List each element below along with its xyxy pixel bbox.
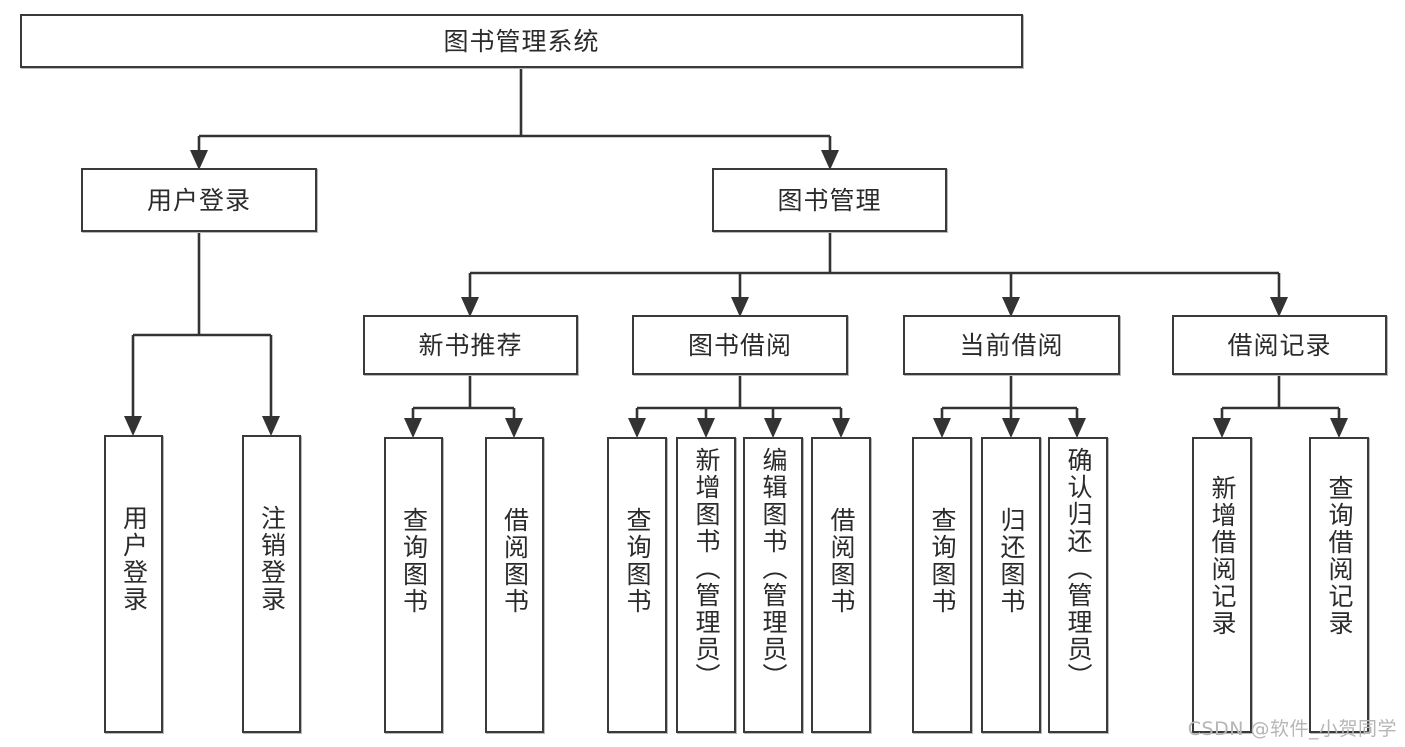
node-leaf-query-record-label: 查询借阅记录 (1325, 475, 1354, 637)
node-user-login-label: 用户登录 (146, 185, 251, 215)
node-leaf-user-login-label: 用户登录 (119, 505, 149, 613)
node-leaf-user-login[interactable]: 用户登录 (104, 435, 163, 733)
node-leaf-add-record-label: 新增借阅记录 (1208, 475, 1237, 637)
node-leaf-borrow-book-2[interactable]: 借阅图书 (811, 437, 871, 733)
node-leaf-confirm-return[interactable]: 确认归还（管理员） (1048, 437, 1108, 733)
node-leaf-query-book-3-label: 查询图书 (928, 507, 957, 615)
node-root[interactable]: 图书管理系统 (20, 14, 1023, 68)
node-leaf-borrow-book-1[interactable]: 借阅图书 (485, 437, 544, 733)
node-user-login[interactable]: 用户登录 (81, 168, 317, 232)
node-book-borrow[interactable]: 图书借阅 (632, 315, 848, 375)
watermark-text: CSDN @软件_小贺同学 (1187, 718, 1397, 740)
node-leaf-add-book[interactable]: 新增图书（管理员） (676, 437, 736, 733)
node-leaf-edit-book-label: 编辑图书（管理员） (759, 447, 788, 690)
node-current-borrow-label: 当前借阅 (959, 330, 1064, 360)
node-book-borrow-label: 图书借阅 (687, 330, 792, 360)
node-root-label: 图书管理系统 (443, 26, 600, 56)
node-leaf-edit-book[interactable]: 编辑图书（管理员） (743, 437, 803, 733)
node-leaf-return-book-label: 归还图书 (997, 507, 1026, 615)
node-borrow-record[interactable]: 借阅记录 (1172, 315, 1387, 375)
node-book-management[interactable]: 图书管理 (712, 168, 947, 232)
node-leaf-add-book-label: 新增图书（管理员） (692, 447, 721, 690)
node-new-book-recommend-label: 新书推荐 (418, 330, 523, 360)
node-current-borrow[interactable]: 当前借阅 (903, 315, 1120, 375)
node-leaf-user-logout-label: 注销登录 (257, 505, 287, 613)
node-leaf-query-book-2[interactable]: 查询图书 (607, 437, 667, 733)
node-leaf-user-logout[interactable]: 注销登录 (242, 435, 301, 733)
node-leaf-add-record[interactable]: 新增借阅记录 (1192, 437, 1252, 733)
node-leaf-return-book[interactable]: 归还图书 (981, 437, 1041, 733)
node-leaf-query-record[interactable]: 查询借阅记录 (1309, 437, 1369, 733)
node-leaf-query-book-1-label: 查询图书 (399, 507, 429, 615)
node-leaf-borrow-book-2-label: 借阅图书 (827, 507, 856, 615)
node-book-management-label: 图书管理 (777, 185, 882, 215)
node-leaf-borrow-book-1-label: 借阅图书 (500, 507, 530, 615)
node-leaf-query-book-2-label: 查询图书 (623, 507, 652, 615)
node-borrow-record-label: 借阅记录 (1227, 330, 1332, 360)
node-leaf-query-book-1[interactable]: 查询图书 (384, 437, 443, 733)
node-leaf-confirm-return-label: 确认归还（管理员） (1064, 447, 1093, 690)
node-new-book-recommend[interactable]: 新书推荐 (363, 315, 578, 375)
node-leaf-query-book-3[interactable]: 查询图书 (912, 437, 972, 733)
